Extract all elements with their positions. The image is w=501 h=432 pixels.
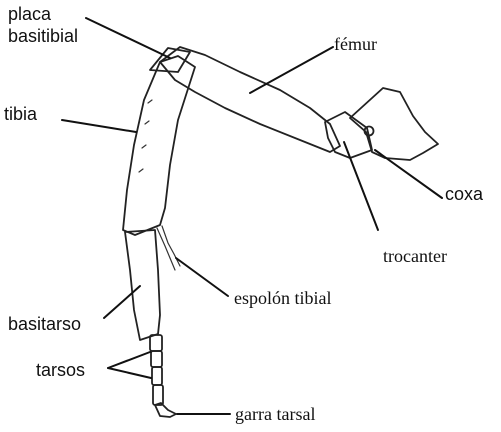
tibia-seta — [148, 100, 152, 103]
tibia-segment — [123, 56, 195, 235]
tarsomere — [153, 385, 163, 405]
label-basitarso: basitarso — [8, 314, 81, 334]
coxa-segment — [350, 88, 438, 160]
tibia-seta — [142, 145, 146, 148]
coxa-leader — [375, 150, 442, 198]
tibial-spur — [157, 228, 175, 270]
tibia-leader — [62, 120, 136, 132]
tarsomere — [150, 335, 162, 351]
label-garra-tarsal: garra tarsal — [235, 404, 315, 424]
femur-leader — [250, 47, 333, 93]
tarsomere — [151, 351, 162, 367]
label-espolon-tibial: espolón tibial — [234, 288, 332, 308]
label-tarsos: tarsos — [36, 360, 85, 380]
tarsos-leader-lower — [108, 368, 151, 378]
tibia-seta — [145, 121, 149, 124]
label-tibia: tibia — [4, 104, 38, 124]
tarsomere — [152, 367, 162, 385]
trocanter-leader — [344, 142, 378, 230]
label-femur: fémur — [334, 34, 377, 54]
basitarsus-segment — [125, 230, 160, 340]
tibia-seta — [139, 169, 143, 172]
label-trocanter: trocanter — [383, 246, 447, 266]
espolon-leader — [176, 258, 228, 296]
placa-basitibial-leader — [86, 18, 170, 58]
tarsos-leader-upper — [108, 352, 150, 368]
label-basitibial: basitibial — [8, 26, 78, 46]
label-placa: placa — [8, 4, 52, 24]
label-coxa: coxa — [445, 184, 484, 204]
